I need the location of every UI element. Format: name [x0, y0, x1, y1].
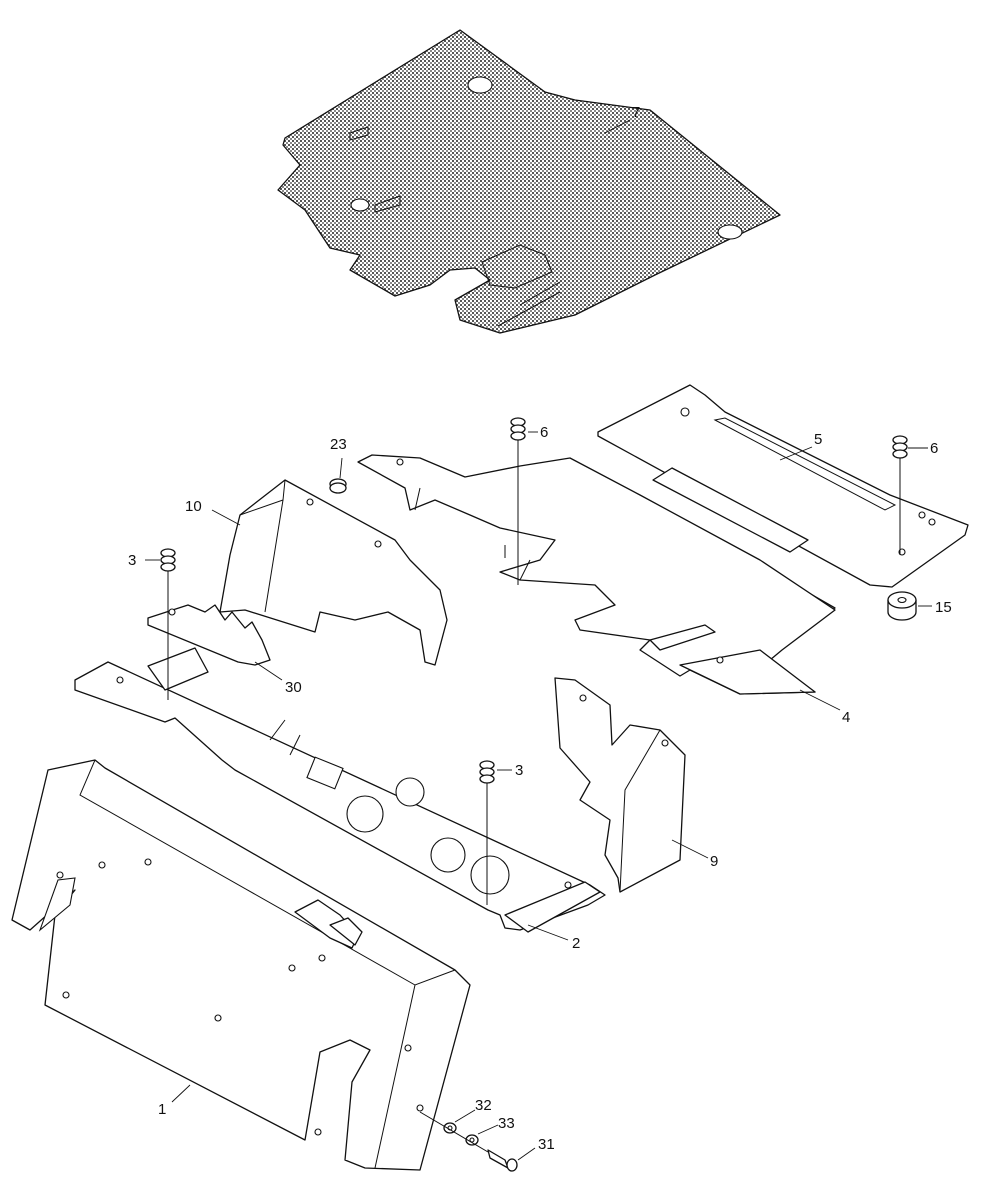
callout-15: 15: [935, 599, 952, 616]
callout-2: 2: [572, 935, 580, 952]
washer-32: [443, 1122, 457, 1134]
part-10-side-cover: [219, 479, 448, 666]
callout-31: 31: [538, 1136, 555, 1153]
callout-10: 10: [185, 498, 202, 515]
bolt-3-left: [160, 548, 176, 700]
part-2-base-plate: [74, 647, 606, 933]
bolt-6-center: [510, 417, 526, 585]
leader-lines: [145, 119, 932, 1161]
callout-5: 5: [814, 431, 822, 448]
callout-3-center: 3: [515, 762, 523, 779]
nut-23: [329, 478, 347, 494]
callout-7: 7: [632, 104, 640, 121]
callout-6-center: 6: [540, 424, 548, 441]
callout-1: 1: [158, 1101, 166, 1118]
part-30-slotted-plate: [147, 604, 271, 666]
rubber-mount-15: [887, 591, 917, 621]
callout-4: 4: [842, 709, 850, 726]
part-9-side-cover: [554, 677, 686, 893]
callout-23: 23: [330, 436, 347, 453]
callout-30: 30: [285, 679, 302, 696]
washer-33: [465, 1134, 479, 1146]
callout-32: 32: [475, 1097, 492, 1114]
callout-33: 33: [498, 1115, 515, 1132]
bolt-31: [419, 1111, 518, 1172]
part-1-main-frame: [11, 759, 471, 1171]
bolt-6-right: [892, 435, 908, 555]
callout-9: 9: [710, 853, 718, 870]
part-7-floor-mat: [277, 29, 781, 334]
callout-6-right: 6: [930, 440, 938, 457]
callout-3-left: 3: [128, 552, 136, 569]
part-4-floor-plate: [357, 454, 836, 695]
bolt-3-center: [479, 760, 495, 905]
